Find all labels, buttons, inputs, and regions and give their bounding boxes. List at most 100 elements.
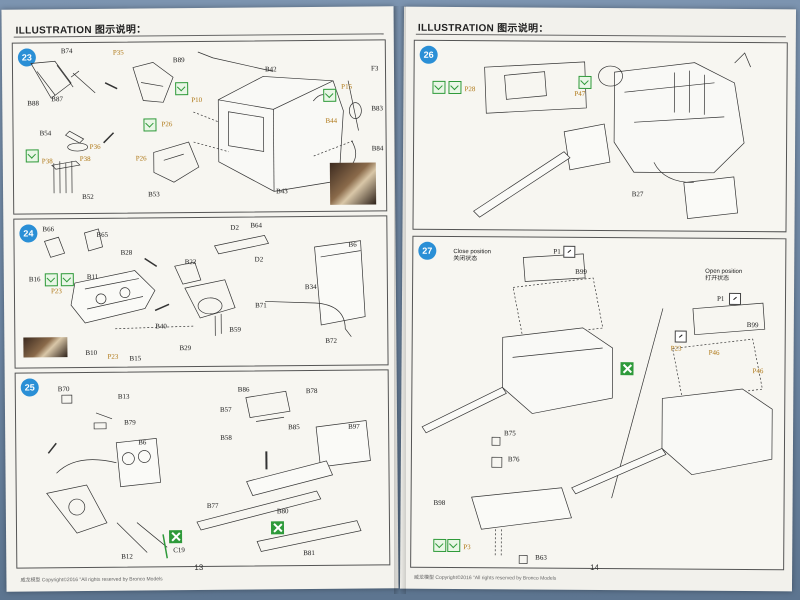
part-label: B57 [219,405,232,414]
step-26-diagram [473,52,751,220]
drill-icon [728,292,742,305]
part-label: B44 [325,116,338,125]
part-label: P10 [191,95,203,105]
part-label: B86 [237,385,250,394]
part-label: P47 [574,89,586,98]
glue-icon [323,88,337,102]
part-label: P23 [107,352,119,361]
part-label: B80 [276,507,289,516]
part-label: B70 [57,385,70,394]
glue-icon [60,273,74,287]
part-label: B84 [371,144,384,153]
part-label: D2 [230,223,239,232]
part-label: B28 [120,248,133,257]
glue-icon [433,538,447,552]
glue-icon [25,149,39,163]
part-label: B12 [121,552,133,561]
part-label: B10 [85,348,98,358]
part-label: P28 [464,85,476,94]
step-23-diagram [30,51,362,194]
part-label: B15 [129,354,142,363]
part-label: B22 [184,258,197,267]
part-label: F3 [370,64,379,73]
part-label: B79 [124,418,136,427]
glue-icon [143,118,157,132]
step-27-panel: 27 Close position 关闭状态 Open position 打开状… [410,235,787,571]
part-label: P46 [708,348,720,357]
part-label: B63 [535,553,547,562]
right-page-number: 14 [590,562,600,573]
part-label: B43 [276,187,288,196]
part-label: B81 [303,549,315,558]
part-label: B13 [117,392,130,401]
part-label: B66 [42,225,55,234]
part-label: P46 [752,367,764,376]
part-label: B89 [172,56,185,65]
part-label: B85 [288,423,300,432]
part-label: B6 [348,240,357,249]
part-label: C19 [173,546,185,555]
part-label: B16 [28,275,41,284]
step-27-diagram [421,253,773,564]
part-label: B72 [325,336,338,345]
part-label: D2 [254,255,264,264]
part-label: B54 [39,129,52,138]
part-label: B98 [433,498,446,507]
part-label: B64 [250,221,263,230]
right-page-footer: 威龙模型 Copyright©2016 "All rights reserved… [414,574,557,582]
part-label: P38 [79,154,91,164]
part-label: B78 [305,386,318,396]
step-24-reference-photo [23,337,68,358]
part-label: B99 [746,321,759,330]
part-label: B11 [86,272,99,281]
drill-icon [563,245,576,258]
left-page-number: 13 [194,562,204,573]
part-label: P26 [161,120,173,129]
part-label: P26 [135,154,147,163]
glue-icon [447,538,461,553]
left-page-footer: 威龙模型 Copyright©2016 "All rights reserved… [20,576,163,584]
part-label: P23 [670,344,682,353]
part-label: B83 [371,104,384,113]
right-page: ILLUSTRATION 图示说明： 26 [399,6,797,592]
part-label: B53 [148,190,160,199]
part-label: B27 [631,190,644,199]
part-label: B59 [229,325,241,334]
part-label: B71 [255,301,267,310]
glue-icon [44,273,58,287]
step-23-panel: 23 [11,39,388,215]
part-label: B34 [304,282,317,292]
part-label: B97 [348,422,360,431]
drill-icon [674,330,687,343]
part-label: B29 [179,344,192,353]
glue-icon [175,82,189,96]
part-label: P1 [553,247,561,256]
step-25-diagram [46,390,371,559]
part-label: B77 [206,501,219,510]
part-label: B40 [155,322,167,331]
glue-icon [432,80,446,94]
glue-icon [448,80,462,95]
part-label: P15 [341,82,353,91]
part-label: B88 [27,99,39,108]
part-label: B99 [575,267,587,276]
part-label: P35 [112,48,124,57]
part-label: P3 [463,543,471,552]
part-label: B75 [504,429,516,438]
part-label: B52 [82,192,94,202]
remove-icon [620,362,634,376]
step-23-reference-photo [329,162,377,205]
left-page: ILLUSTRATION 图示说明： 23 [1,6,399,592]
part-label: B42 [264,65,277,74]
part-label: P38 [41,157,53,166]
step-24-panel: 24 B66 B65 B28 [13,215,389,369]
step-25-panel: 25 B70 B13 [14,369,391,569]
part-label: B87 [51,95,63,104]
part-label: B6 [138,438,147,447]
part-label: P1 [716,294,725,303]
part-label: P23 [50,287,62,296]
glue-icon [578,75,592,89]
part-label: P36 [89,142,101,151]
part-label: B58 [220,433,232,442]
part-label: B76 [507,455,520,464]
